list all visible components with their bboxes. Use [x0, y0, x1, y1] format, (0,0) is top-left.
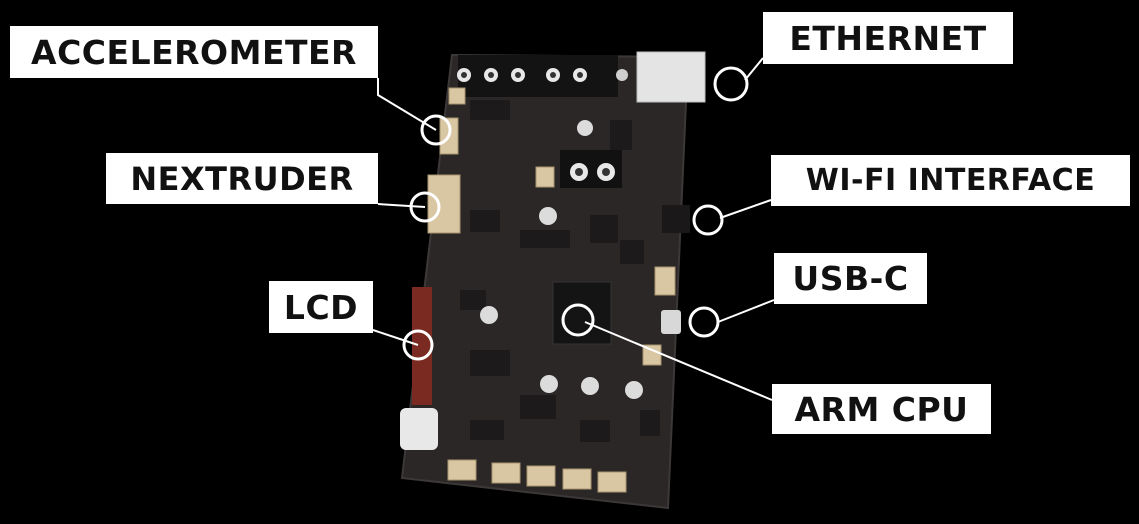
lcd-header [412, 287, 432, 405]
leader-usbc [717, 299, 775, 323]
label-ethernet: ETHERNET [763, 12, 1013, 64]
ethernet-jack [636, 51, 706, 103]
heater-terminals [560, 150, 622, 188]
marker-wifi [692, 204, 724, 236]
capacitors [480, 120, 643, 399]
board-components [460, 100, 660, 442]
cream-connectors [427, 87, 676, 493]
marker-lcd [402, 329, 434, 361]
label-wifi-interface: WI-FI INTERFACE [771, 155, 1130, 206]
battery-holder [400, 408, 438, 450]
label-arm-cpu: ARM CPU [772, 384, 991, 434]
label-accelerometer: ACCELEROMETER [10, 26, 378, 78]
target-markers [402, 66, 749, 361]
label-nextruder: NEXTRUDER [106, 153, 378, 204]
leader-accelerometer [377, 78, 437, 131]
leader-nextruder [377, 203, 426, 208]
wifi-header [662, 205, 690, 233]
marker-armcpu [561, 303, 595, 337]
leader-lcd [372, 329, 419, 346]
marker-accelerometer [420, 114, 452, 146]
leader-ethernet [744, 57, 764, 81]
usb-c-port [661, 310, 681, 334]
marker-usbc [688, 306, 720, 338]
marker-ethernet [713, 66, 749, 102]
marker-nextruder [409, 191, 441, 223]
label-usb-c: USB-C [774, 253, 927, 304]
leader-armcpu [584, 321, 773, 401]
power-terminals [457, 55, 628, 97]
leader-wifi [719, 199, 772, 219]
label-lcd: LCD [269, 281, 373, 333]
leader-lines [372, 57, 775, 401]
